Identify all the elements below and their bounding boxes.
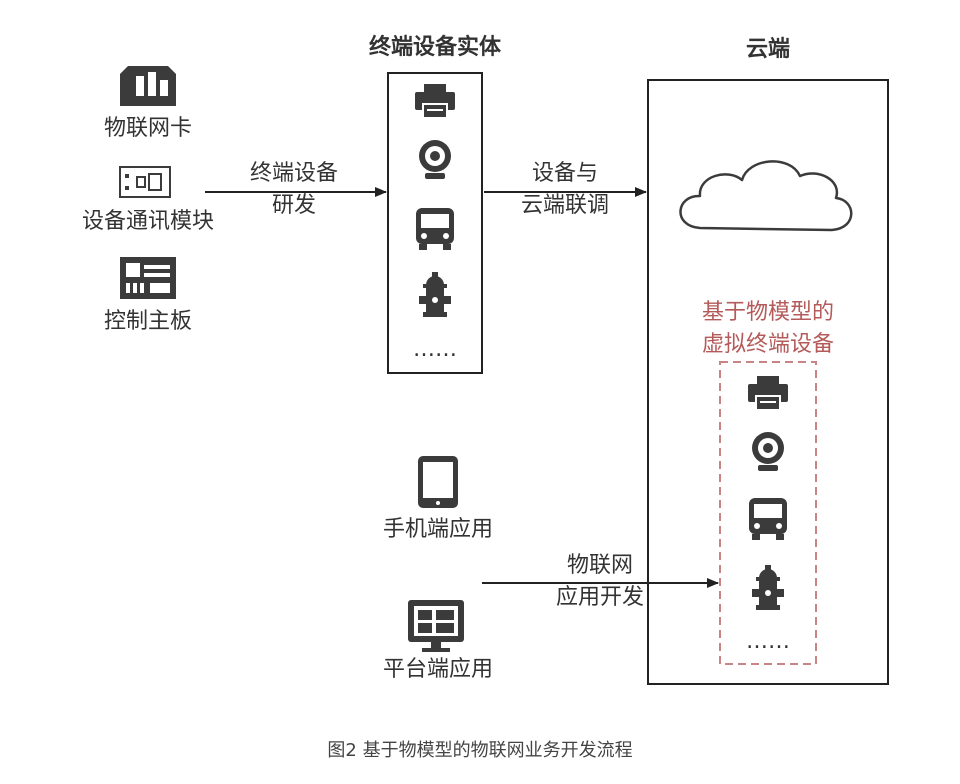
printer-icon (415, 84, 455, 119)
fire-hydrant-icon (419, 272, 451, 317)
webcam-icon (752, 432, 784, 471)
edge-dev-label-line1: 终端设备 (249, 161, 338, 186)
edge-dev-label-line2: 研发 (271, 193, 316, 218)
fire-hydrant-icon (752, 565, 784, 610)
sim-card-icon (120, 66, 176, 106)
comm-module-label: 设备通讯模块 (81, 209, 214, 234)
virtual-device-ellipsis: …… (746, 629, 790, 654)
sim-card-label: 物联网卡 (103, 116, 192, 141)
edge-debug-label-line1: 设备与 (531, 161, 598, 186)
webcam-icon (419, 140, 451, 179)
edge-app-label-line1: 物联网 (566, 553, 633, 578)
virtual-device-box (719, 361, 817, 665)
comm-module-icon (119, 166, 171, 198)
bus-icon (416, 208, 454, 250)
entity-box-ellipsis: …… (413, 337, 457, 362)
virtual-device-title-line2: 虚拟终端设备 (701, 332, 834, 357)
figure-caption: 图2 基于物模型的物联网业务开发流程 (327, 740, 633, 761)
mobile-app-label: 手机端应用 (382, 517, 493, 542)
platform-app-label: 平台端应用 (382, 657, 493, 682)
bus-icon (749, 498, 787, 540)
tablet-icon (418, 456, 458, 508)
cloud-icon (679, 160, 853, 232)
edge-app-label-line2: 应用开发 (555, 585, 644, 610)
control-board-label: 控制主板 (103, 309, 192, 334)
edge-debug-label-line2: 云端联调 (520, 193, 609, 218)
virtual-device-title-line1: 基于物模型的 (701, 300, 834, 325)
control-board-icon (120, 257, 176, 299)
monitor-icon (408, 600, 464, 652)
printer-icon (748, 376, 788, 411)
cloud-box-title: 云端 (745, 37, 790, 62)
entity-box-title: 终端设备实体 (368, 35, 501, 60)
